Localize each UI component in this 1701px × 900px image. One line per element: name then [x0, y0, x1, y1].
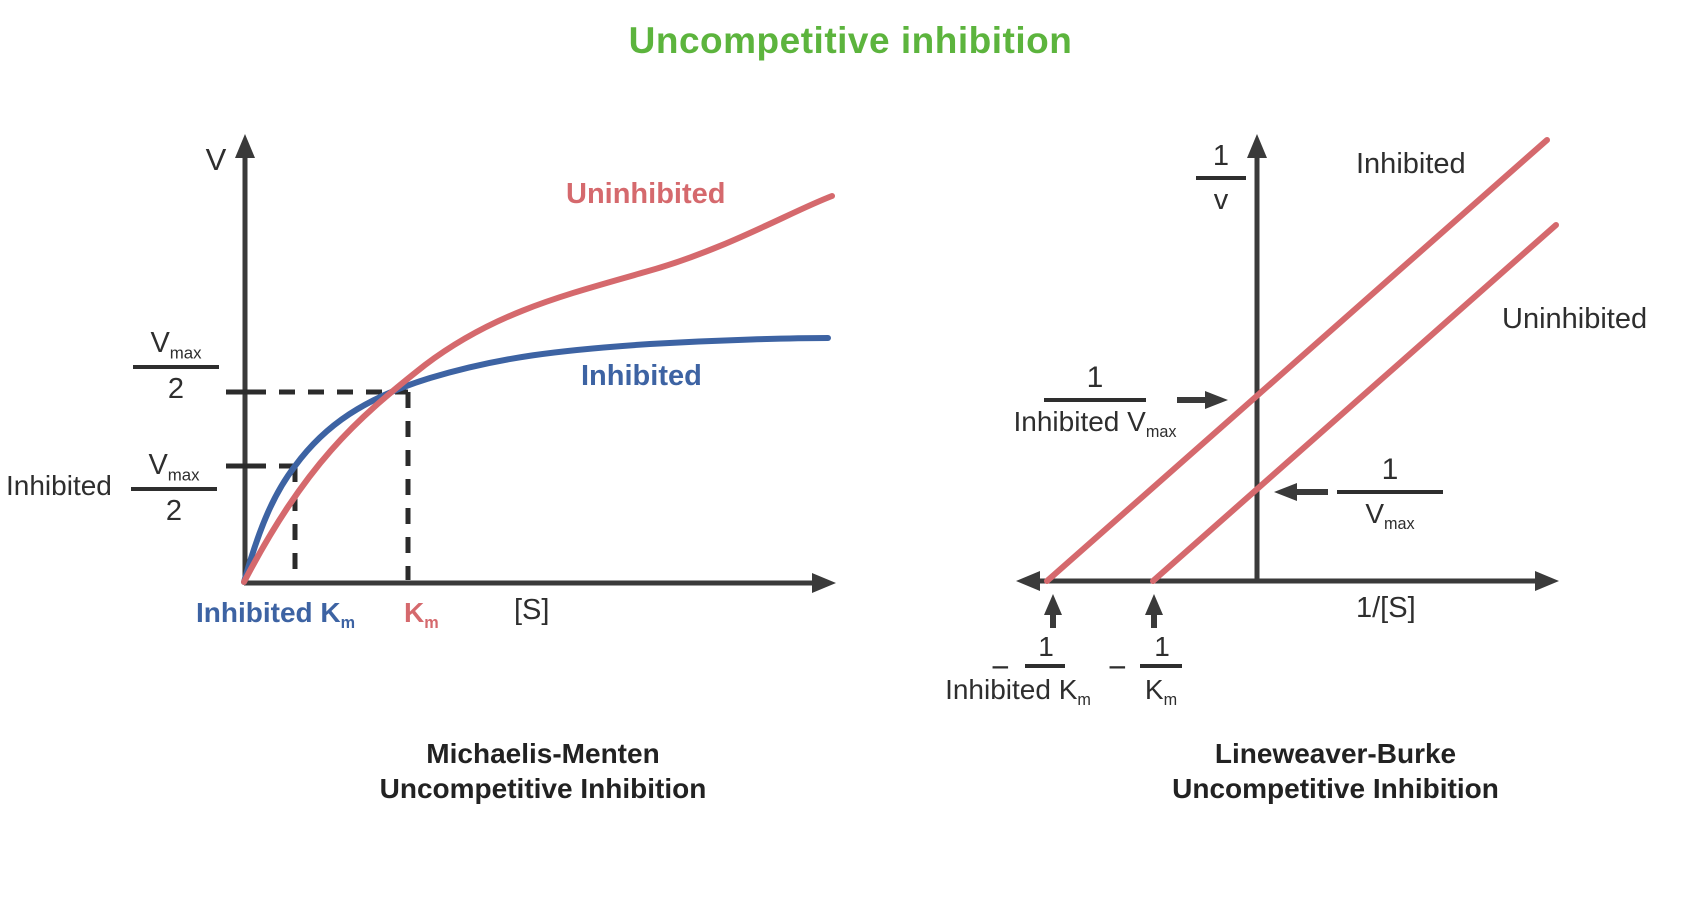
mm-inhibited-km-label: Inhibited Km [196, 597, 356, 633]
lb-inh-vmax-bar [1044, 398, 1146, 402]
lb-inhibited-line-label: Inhibited [1356, 148, 1466, 180]
lb-neg-km-minus: − [1108, 649, 1127, 685]
lb-vmax-numerator: 1 [1381, 453, 1399, 486]
mm-y-axis-arrow-icon [235, 134, 255, 158]
lb-caption-line1: Lineweaver-Burke [1214, 738, 1457, 769]
mm-y-axis-label: V [205, 142, 227, 177]
lb-up-arrow1-icon [1044, 594, 1062, 615]
mm-km-label: Km [404, 597, 439, 633]
lb-caption: Lineweaver-Burke Uncompetitive Inhibitio… [1128, 736, 1543, 806]
lb-x-axis-right-arrow-icon [1535, 571, 1559, 591]
mm-caption-line2: Uncompetitive Inhibition [379, 773, 707, 804]
lb-neg-inh-km-numerator: 1 [1038, 631, 1054, 662]
page-title: Uncompetitive inhibition [628, 20, 1073, 61]
mm-inh-vmax-numerator: Vmax [131, 447, 217, 492]
mm-vmax-numerator: Vmax [133, 325, 219, 370]
mm-inhibited-curve-label: Inhibited [581, 360, 702, 392]
lb-neg-km-denominator: Km [1144, 674, 1178, 710]
lb-y-axis-numerator: 1 [1196, 138, 1246, 181]
lb-plot [1016, 134, 1559, 628]
mm-plot [226, 134, 836, 593]
mm-uninhibited-curve [241, 193, 835, 585]
lb-arrow-left-icon [1274, 483, 1297, 501]
lb-vmax-bar [1337, 490, 1443, 494]
lb-y-axis-arrow-icon [1247, 134, 1267, 158]
lb-vmax-denominator: Vmax [1365, 498, 1415, 534]
lb-neg-inh-km-bar [1025, 664, 1065, 668]
mm-x-axis-arrow-icon [812, 573, 836, 593]
lb-neg-km-bar [1140, 664, 1182, 668]
lb-neg-km-numerator: 1 [1154, 631, 1170, 662]
mm-inh-vmax-half-fraction: Vmax 2 [131, 447, 217, 530]
lb-x-axis-label: 1/[S] [1356, 592, 1416, 624]
lb-up-arrow2-icon [1145, 594, 1163, 615]
lb-inh-vmax-fraction: 1 Inhibited Vmax [995, 360, 1195, 448]
mm-inh-vmax-denominator: 2 [165, 495, 183, 528]
mm-inhibited-curve [241, 335, 831, 585]
mm-x-axis-label: [S] [514, 594, 550, 626]
lb-arrow-right-icon [1205, 391, 1228, 409]
lb-inhibited-line [1044, 137, 1550, 584]
lb-vmax-fraction: 1 Vmax [1337, 452, 1443, 540]
mm-caption: Michaelis-Menten Uncompetitive Inhibitio… [338, 736, 748, 806]
lb-uninhibited-line [1150, 222, 1559, 584]
lb-inh-vmax-denominator: Inhibited Vmax [1013, 406, 1177, 442]
lb-uninhibited-line-label: Uninhibited [1502, 303, 1648, 335]
lb-caption-line2: Uncompetitive Inhibition [1172, 773, 1499, 804]
mm-caption-line1: Michaelis-Menten [426, 738, 660, 769]
lb-neg-inh-km-minus: − [991, 649, 1010, 685]
mm-uninhibited-curve-label: Uninhibited [566, 178, 726, 210]
lb-x-axis-left-arrow-icon [1016, 571, 1040, 591]
lb-neg-inh-km-denominator: Inhibited Km [945, 674, 1091, 710]
lb-y-axis-denominator: v [1213, 184, 1229, 217]
lb-inh-vmax-numerator: 1 [1086, 361, 1104, 394]
mm-inhibited-prefix-label: Inhibited [6, 470, 112, 501]
mm-vmax-denominator: 2 [167, 373, 185, 406]
lb-y-axis-fraction: 1 v [1196, 138, 1246, 219]
mm-vmax-half-fraction: Vmax 2 [133, 325, 219, 408]
